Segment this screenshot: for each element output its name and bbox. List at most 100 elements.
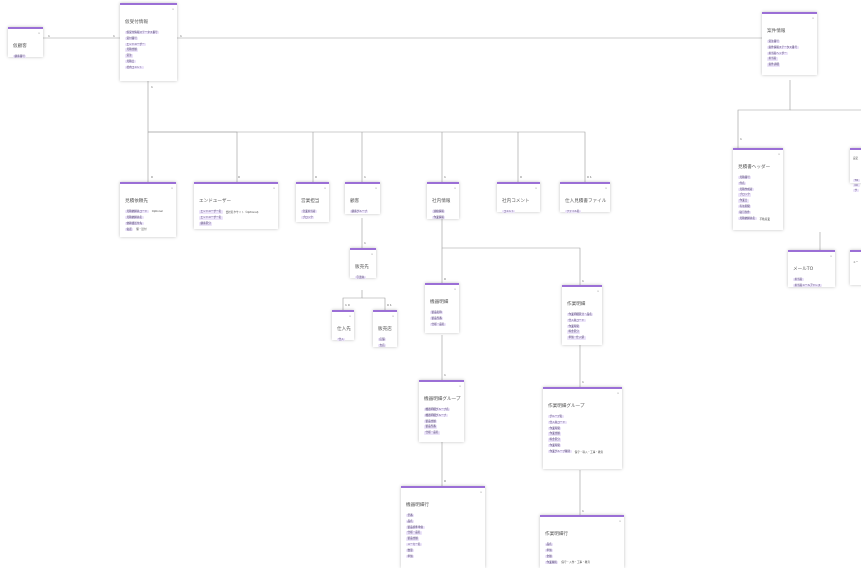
entity-card-partial[interactable]: 設定 TO CC サ (850, 148, 861, 193)
entity-attribute: CC (853, 184, 860, 188)
key-icon: ⌗ (597, 289, 599, 293)
entity-card[interactable]: ⌗ 作業明細グループ グループ名 仕入先コード 作業時間 作業金額 料金区分 作… (543, 387, 622, 469)
entity-attribute: 有効期間 (738, 204, 752, 209)
entity-card[interactable]: ⌗ 機器明細行 型番 品名 製品標準単価 仕様・品名 製品金額 メーカー名 数量… (401, 486, 485, 568)
entity-attribute: 作業日 (738, 199, 749, 203)
entity-attribute: エンドユーザー名 (199, 210, 223, 214)
entity-card[interactable]: ⌗ 販売店 店舗 支店 (373, 310, 397, 348)
entity-card[interactable]: ⌗ メールTO 担当者 担当者メールアドレス (788, 250, 835, 288)
entity-card[interactable]: ⌗ 機器明細グループ 機器明細グループ名 機器明細グループ 製品金額 製品型番 … (419, 380, 464, 442)
key-icon: ⌗ (619, 519, 621, 523)
entity-title: 見積書ヘッダー (738, 165, 771, 170)
entity-title: 作業明細グループ (548, 404, 585, 409)
entity-card[interactable]: ⌗ 仮受付情報 仮受付情報ステータス番号 受付番号 エンドユーザー 見積金額 受… (120, 3, 177, 81)
entity-title: 仮受付情報 (125, 20, 148, 25)
entity-card[interactable]: ⌗ 仮顧客 顧客番号 (8, 27, 43, 59)
entity-attribute: 製品型番 (430, 316, 444, 321)
partial-title: 設定 (853, 157, 859, 160)
key-icon: ⌗ (375, 186, 377, 190)
entity-attribute: 支店 (378, 343, 387, 348)
partial-title: メー (853, 261, 859, 264)
entity-attribute: 仕入先コード (567, 318, 586, 323)
entity-attribute: 仕様・品名 (406, 531, 422, 535)
entity-title: 仕入先 (337, 327, 351, 332)
entity-title: 作業明細行 (545, 532, 568, 537)
entity-card[interactable]: ⌗ 機器明細 製品名称 製品型番 仕様・品名 (425, 283, 459, 333)
svg-text:0: 0 (520, 175, 522, 179)
entity-attribute: 料金区分 (548, 438, 562, 442)
key-icon: ⌗ (371, 252, 373, 256)
entity-card[interactable]: ⌗ 案件情報 受注番号 案件情報ステータス番号 担当者ヘッダー 担当者 案件詳細 (762, 12, 817, 75)
entity-title: 営業担当 (301, 199, 320, 204)
svg-text:1: 1 (113, 34, 115, 38)
attribute-note: Optional (151, 210, 163, 214)
entity-title: 販売店 (378, 327, 392, 332)
entity-card[interactable]: ⌗ 営業担当 営業担当者 ブロック (296, 182, 329, 222)
entity-attribute: 件名 (738, 181, 747, 186)
entity-attribute: エンドユーザー (125, 42, 147, 46)
entity-title: 仮顧客 (13, 44, 27, 49)
entity-card[interactable]: ⌗ 作業明細 作業明細区分・品名 仕入先コード 作業時間 料金区分 単価・仕入値 (562, 285, 602, 345)
entity-attribute: 店舗 (378, 338, 387, 342)
entity-attribute: 見積依頼先コード (125, 210, 149, 214)
entity-card[interactable]: ⌗ 顧客 顧客グループ (345, 182, 380, 214)
key-icon: ⌗ (812, 16, 814, 20)
svg-text:0: 0 (444, 479, 446, 483)
key-icon: ⌗ (778, 152, 780, 156)
key-icon: ⌗ (171, 186, 173, 190)
entity-attribute: 仕入 (337, 338, 346, 342)
entity-title: 機器明細グループ (424, 397, 461, 402)
entity-card[interactable]: ⌗ 社内情報 連絡情報 作業情報 (427, 182, 459, 220)
svg-text:0 1: 0 1 (387, 303, 392, 307)
entity-attribute: 単価 (406, 554, 415, 558)
entity-attribute: コメント (502, 210, 516, 214)
entity-card[interactable]: ⌗ エンドユーザー エンドユーザー名会社名やサイト（Optional) エンドユ… (194, 182, 278, 229)
entity-card[interactable]: ⌗ 販売先 引渡先 (350, 248, 376, 280)
entity-attribute: 作業時間 (548, 426, 562, 430)
svg-text:0: 0 (151, 175, 153, 179)
key-icon: ⌗ (324, 186, 326, 190)
entity-attribute: 取引条件 (738, 210, 752, 215)
attribute-note: 不動産業 (759, 217, 770, 221)
entity-title: 顧客 (350, 199, 360, 204)
key-icon: ⌗ (172, 7, 174, 11)
entity-attribute: 案件詳細 (767, 63, 781, 67)
entity-attribute: 顧客番号 (13, 55, 27, 59)
entity-title: 社内コメント (502, 199, 530, 204)
entity-attribute: TO (853, 179, 860, 183)
entity-attribute: ブロック (301, 215, 315, 220)
entity-card[interactable]: ⌗ 仕入見積書ファイル ファイル名 (560, 182, 610, 214)
entity-card[interactable]: ⌗ 見積書ヘッダー 見積番号 件名 見積作成者 ブロック 作業日 有効期間 取引… (733, 148, 783, 230)
svg-text:1: 1 (364, 241, 366, 245)
key-icon: ⌗ (454, 287, 456, 291)
entity-title: 機器明細 (430, 300, 449, 305)
entity-attribute: 製品型番 (424, 425, 438, 429)
svg-text:1: 1 (582, 380, 584, 384)
entity-card-partial[interactable]: メー (850, 250, 861, 285)
entity-title: 見積依頼先 (125, 199, 148, 204)
entity-attribute: ブロック (738, 193, 752, 197)
entity-attribute: ファイル名 (565, 210, 581, 214)
entity-attribute: グループ名 (548, 415, 564, 419)
svg-text:1 0: 1 0 (345, 303, 350, 307)
svg-text:1: 1 (740, 137, 742, 141)
entity-attribute: 依頼書送付先 (125, 221, 144, 225)
entity-attribute: 連絡情報 (432, 210, 446, 214)
entity-attribute: 仕様・品名 (430, 322, 446, 326)
entity-attribute: 単価・仕入値 (567, 336, 586, 340)
entity-attribute: 担当者 (767, 57, 778, 61)
key-icon: ⌗ (605, 186, 607, 190)
entity-card[interactable]: ⌗ 仕入先 仕入 (332, 310, 354, 342)
entity-attribute: 見積依頼先名 (125, 215, 144, 220)
entity-title: 社内情報 (432, 199, 451, 204)
key-icon: ⌗ (349, 314, 351, 318)
svg-text:1: 1 (444, 175, 446, 179)
entity-card[interactable]: ⌗ 社内コメント コメント (497, 182, 540, 214)
key-icon: ⌗ (480, 490, 482, 494)
entity-attribute: 機器明細グループ (424, 413, 448, 418)
entity-attribute: 製品金額 (406, 537, 420, 541)
svg-text:0: 0 (444, 277, 446, 281)
entity-attribute: 金額 (545, 554, 554, 558)
entity-card[interactable]: ⌗ 作業明細行 品名 単価 金額 作業種別保守・入作・工事・教育 (540, 515, 624, 568)
